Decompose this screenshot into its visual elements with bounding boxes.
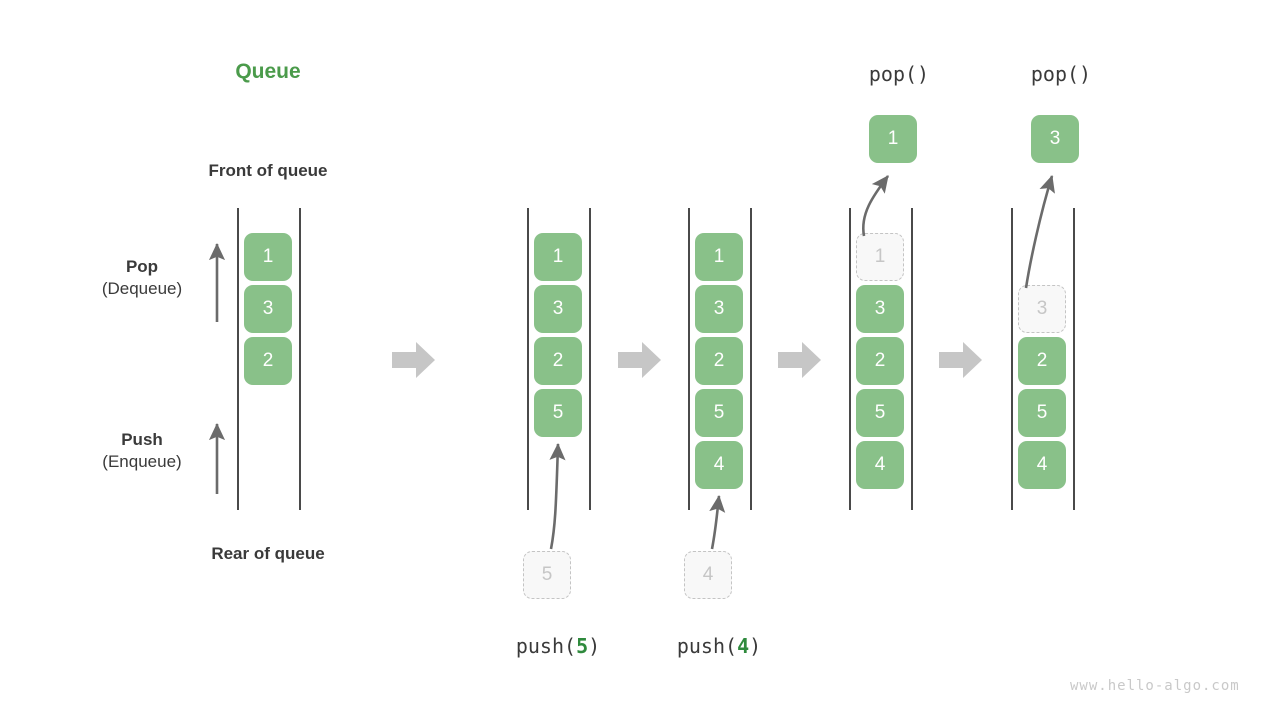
operation-argument: 5 — [576, 634, 589, 658]
flow-arrow-icon — [618, 341, 662, 384]
eject-arrow-1 — [861, 175, 890, 237]
queue-cell: 1 — [534, 233, 582, 281]
queue-cell: 5 — [695, 389, 743, 437]
queue-cell: 2 — [695, 337, 743, 385]
queue-cell: 4 — [1018, 441, 1066, 489]
queue-rail-left — [849, 208, 851, 510]
operation-paren-close: ) — [588, 634, 601, 658]
queue-cell: 5 — [856, 389, 904, 437]
queue-rail-right — [589, 208, 591, 510]
queue-cell: 5 — [534, 389, 582, 437]
pending-push-element: 4 — [684, 551, 732, 599]
flow-arrow-icon — [939, 341, 983, 384]
operation-name: push( — [515, 634, 577, 658]
flow-arrow-icon — [778, 341, 822, 384]
queue-cell: 3 — [534, 285, 582, 333]
queue-rail-right — [299, 208, 301, 510]
insert-arrow-4 — [709, 494, 726, 550]
queue-rail-right — [911, 208, 913, 510]
queue-cell: 1 — [695, 233, 743, 281]
popped-element: 3 — [1031, 115, 1079, 163]
push-operation-label: Push (Enqueue) — [72, 429, 212, 473]
pop-operation-label: Pop (Dequeue) — [72, 256, 212, 300]
queue-cell: 1 — [856, 233, 904, 281]
operation-paren-close: ) — [749, 634, 762, 658]
pop-call-label: pop() — [868, 62, 930, 86]
popped-element: 1 — [869, 115, 917, 163]
flow-arrow-icon — [392, 341, 436, 384]
queue-rail-left — [688, 208, 690, 510]
queue-rail-right — [1073, 208, 1075, 510]
operation-name: push( — [676, 634, 738, 658]
page-title: Queue — [235, 60, 301, 83]
pop-label-primary: Pop — [125, 257, 159, 276]
queue-cell: 2 — [244, 337, 292, 385]
eject-arrow-3 — [1024, 175, 1055, 289]
queue-rail-left — [527, 208, 529, 510]
operation-argument: 4 — [737, 634, 750, 658]
queue-cell: 3 — [1018, 285, 1066, 333]
queue-cell: 4 — [695, 441, 743, 489]
pop-label-secondary: (Dequeue) — [101, 278, 183, 298]
queue-rail-left — [237, 208, 239, 510]
push-label-secondary: (Enqueue) — [102, 451, 182, 471]
queue-cell: 2 — [1018, 337, 1066, 385]
queue-cell: 4 — [856, 441, 904, 489]
queue-rail-left — [1011, 208, 1013, 510]
queue-cell: 3 — [856, 285, 904, 333]
queue-cell: 2 — [534, 337, 582, 385]
rear-of-queue-label: Rear of queue — [211, 544, 325, 563]
front-of-queue-label: Front of queue — [208, 161, 328, 180]
queue-cell: 3 — [244, 285, 292, 333]
queue-cell: 2 — [856, 337, 904, 385]
pop-call-label: pop() — [1030, 62, 1092, 86]
pending-push-element: 5 — [523, 551, 571, 599]
queue-cell: 3 — [695, 285, 743, 333]
queue-cell: 1 — [244, 233, 292, 281]
watermark: www.hello-algo.com — [1070, 678, 1240, 694]
push-label-primary: Push — [121, 430, 163, 449]
queue-rail-right — [750, 208, 752, 510]
operation-label: push(4) — [677, 634, 761, 658]
queue-cell: 5 — [1018, 389, 1066, 437]
operation-label: push(5) — [516, 634, 600, 658]
insert-arrow-5 — [549, 442, 566, 550]
